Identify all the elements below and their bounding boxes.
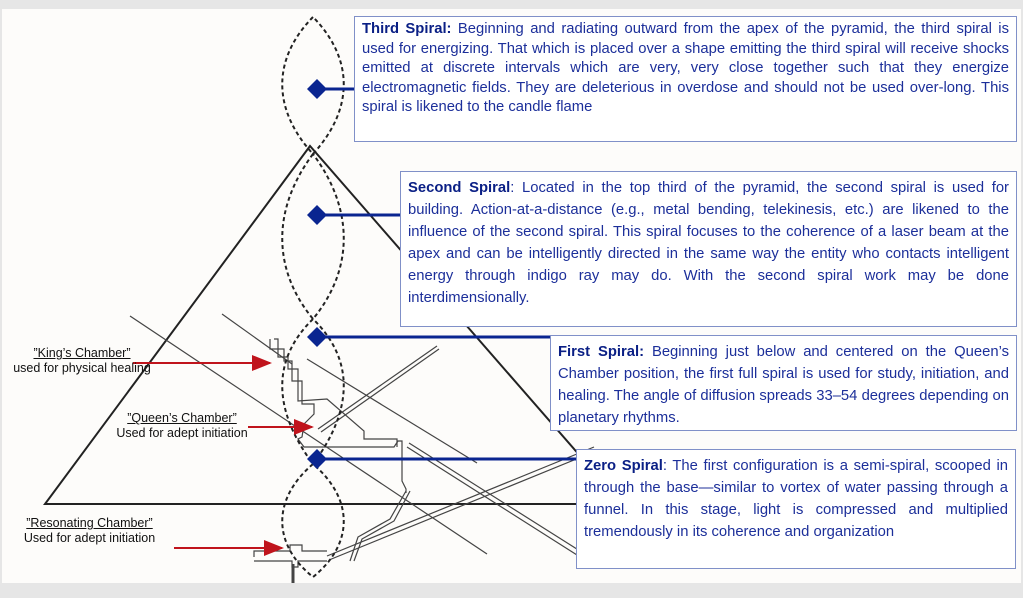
third-spiral-title: Third Spiral: xyxy=(362,21,452,37)
first-spiral-marker-icon xyxy=(307,327,327,347)
zero-spiral-text: : The first configuration is a semi-spir… xyxy=(584,458,1008,540)
diagram-canvas: Third Spiral: Beginning and radiating ou… xyxy=(2,9,1021,583)
zero-spiral-box: Zero Spiral: The first configuration is … xyxy=(576,449,1016,569)
zero-spiral-marker-icon xyxy=(307,449,327,469)
zero-spiral-title: Zero Spiral xyxy=(584,458,663,474)
second-spiral-marker-icon xyxy=(307,205,327,225)
resonating-chamber-label: ”Resonating Chamber” Used for adept init… xyxy=(12,516,167,546)
second-spiral-title: Second Spiral xyxy=(408,180,511,196)
first-spiral-box: First Spiral: Beginning just below and c… xyxy=(550,335,1017,431)
queen-chamber-title: ”Queen’s Chamber” xyxy=(127,411,237,425)
pyramid-passages xyxy=(129,313,597,583)
first-spiral-title: First Spiral: xyxy=(558,344,645,360)
spiral-markers xyxy=(307,79,580,469)
queen-chamber-desc: Used for adept initiation xyxy=(116,426,248,440)
third-spiral-marker-icon xyxy=(307,79,327,99)
third-spiral-text: Beginning and radiating outward from the… xyxy=(362,21,1009,116)
second-spiral-box: Second Spiral: Located in the top third … xyxy=(400,171,1017,327)
chamber-arrows xyxy=(133,355,314,556)
resonating-chamber-desc: Used for adept initiation xyxy=(23,531,156,545)
king-chamber-desc: used for physical healing xyxy=(13,361,151,375)
king-chamber-title: ”King’s Chamber” xyxy=(33,346,131,360)
second-spiral-text: : Located in the top third of the pyrami… xyxy=(408,180,1009,306)
first-spiral-text: Beginning just below and centered on the… xyxy=(558,344,1009,426)
queen-chamber-label: ”Queen’s Chamber” Used for adept initiat… xyxy=(107,411,257,441)
pyramid-diagram xyxy=(43,15,625,583)
spiral-dashes xyxy=(281,15,345,579)
resonating-chamber-title: ”Resonating Chamber” xyxy=(26,516,153,530)
king-chamber-label: ”King’s Chamber” used for physical heali… xyxy=(2,346,162,376)
third-spiral-box: Third Spiral: Beginning and radiating ou… xyxy=(354,16,1017,142)
